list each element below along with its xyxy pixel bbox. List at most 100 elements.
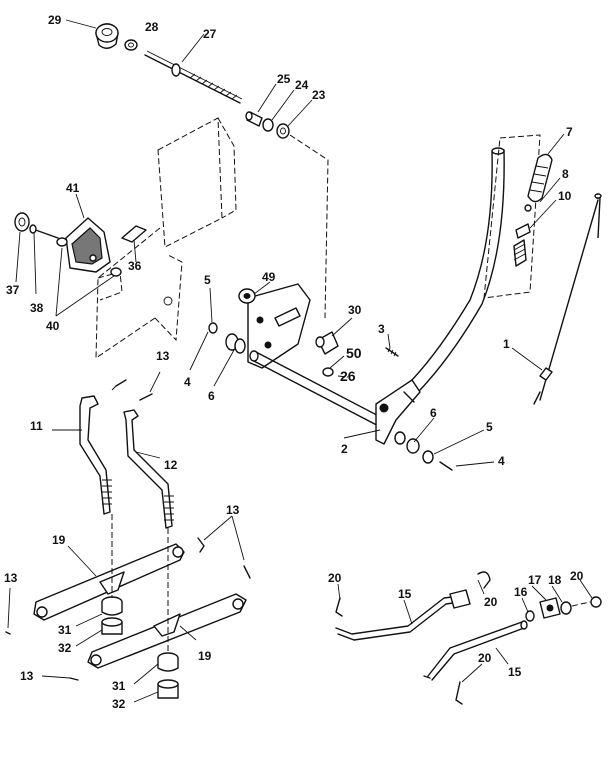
nut-18 xyxy=(560,601,572,615)
knob-29 xyxy=(95,23,119,49)
label-20-upper: 20 xyxy=(484,595,498,609)
pin-13-top xyxy=(111,379,153,401)
pin-26 xyxy=(337,375,349,378)
spacer-5-left xyxy=(208,322,218,334)
leader-lines xyxy=(7,19,593,703)
washer-24 xyxy=(262,118,274,132)
label-25: 25 xyxy=(277,72,291,86)
label-26: 26 xyxy=(340,368,356,384)
screw-3 xyxy=(385,347,399,357)
label-24: 24 xyxy=(295,78,309,92)
spacer-6-right xyxy=(394,431,420,454)
label-38: 38 xyxy=(30,301,44,315)
label-31-lower: 31 xyxy=(112,679,126,693)
label-37: 37 xyxy=(6,283,20,297)
label-29: 29 xyxy=(48,13,62,27)
label-13-left: 13 xyxy=(4,571,18,585)
washer-5-right xyxy=(422,450,434,464)
cross-shaft-2 xyxy=(249,350,395,433)
label-13-top: 13 xyxy=(156,349,170,363)
label-32-upper: 32 xyxy=(58,641,72,655)
pins-13 xyxy=(5,537,251,681)
label-32-lower: 32 xyxy=(112,697,126,711)
label-23: 23 xyxy=(312,88,326,102)
bushing-31-lower xyxy=(157,652,179,672)
alignment-lines-links xyxy=(111,514,169,654)
label-16: 16 xyxy=(514,585,528,599)
label-41: 41 xyxy=(66,181,80,195)
label-20-left: 20 xyxy=(328,571,342,585)
spring-10 xyxy=(513,223,531,267)
nut-23 xyxy=(276,123,290,139)
pivot-30 xyxy=(315,331,339,355)
mounting-panel-outline xyxy=(95,117,237,359)
label-15-lower: 15 xyxy=(508,665,522,679)
pivot-plate xyxy=(247,283,311,369)
label-6-right: 6 xyxy=(430,406,437,420)
grip-7 xyxy=(527,153,553,203)
label-19-upper: 19 xyxy=(52,533,66,547)
label-13-bottom: 13 xyxy=(20,669,34,683)
label-1: 1 xyxy=(503,337,510,351)
label-31-upper: 31 xyxy=(58,623,72,637)
label-4-right: 4 xyxy=(498,454,505,468)
bushing-32-upper xyxy=(101,617,123,635)
label-27: 27 xyxy=(203,27,217,41)
label-2: 2 xyxy=(341,442,348,456)
label-5-left: 5 xyxy=(204,273,211,287)
equalizer-arm-upper xyxy=(33,543,185,621)
nut-50 xyxy=(322,367,334,377)
equalizer-arm-lower xyxy=(87,593,247,669)
clip-36 xyxy=(121,225,147,243)
label-40: 40 xyxy=(46,319,60,333)
alignment-line-18 xyxy=(571,601,591,607)
label-50: 50 xyxy=(346,345,362,361)
label-13-mid: 13 xyxy=(226,503,240,517)
bushing-31-upper xyxy=(101,596,123,616)
rod-15-upper xyxy=(335,589,471,641)
label-17: 17 xyxy=(528,573,542,587)
bolt-38 xyxy=(29,224,59,239)
label-5-right: 5 xyxy=(486,420,493,434)
lift-handle xyxy=(375,147,505,445)
bracket-41 xyxy=(65,217,111,273)
pin-8 xyxy=(524,204,532,212)
label-49: 49 xyxy=(262,270,276,284)
label-8: 8 xyxy=(562,167,569,181)
washer-49 xyxy=(238,288,256,304)
label-7: 7 xyxy=(566,125,573,139)
washer-40 xyxy=(56,237,122,277)
label-20-bottom: 20 xyxy=(478,651,492,665)
label-11: 11 xyxy=(30,419,43,433)
lift-link-11 xyxy=(79,395,112,515)
bracket-17 xyxy=(539,597,561,619)
label-36: 36 xyxy=(128,259,142,273)
label-3: 3 xyxy=(378,322,385,336)
spacer-25 xyxy=(245,111,263,127)
rod-15-lower xyxy=(423,620,528,681)
bushing-32-lower xyxy=(157,679,179,699)
lift-link-12 xyxy=(123,409,174,529)
label-19-lower: 19 xyxy=(198,649,212,663)
label-6-left: 6 xyxy=(208,389,215,403)
clip-20-group xyxy=(335,571,602,705)
label-4-left: 4 xyxy=(184,375,191,389)
clip-4-right xyxy=(439,461,453,471)
label-28: 28 xyxy=(145,20,159,34)
label-12: 12 xyxy=(164,458,178,472)
washer-6-left xyxy=(225,333,246,354)
alignment-line-rod xyxy=(289,134,329,319)
callout-labels: 29 28 27 25 24 23 7 8 10 41 36 37 38 40 … xyxy=(4,13,584,711)
label-10: 10 xyxy=(558,189,572,203)
label-20-right: 20 xyxy=(570,569,584,583)
label-30: 30 xyxy=(348,303,362,317)
threaded-rod-27 xyxy=(144,50,243,104)
handle-guide-outline xyxy=(483,134,541,299)
washer-16 xyxy=(525,610,535,622)
label-18: 18 xyxy=(548,573,562,587)
washer-28 xyxy=(124,39,138,51)
label-15-upper: 15 xyxy=(398,587,412,601)
rod-1 xyxy=(533,193,602,405)
